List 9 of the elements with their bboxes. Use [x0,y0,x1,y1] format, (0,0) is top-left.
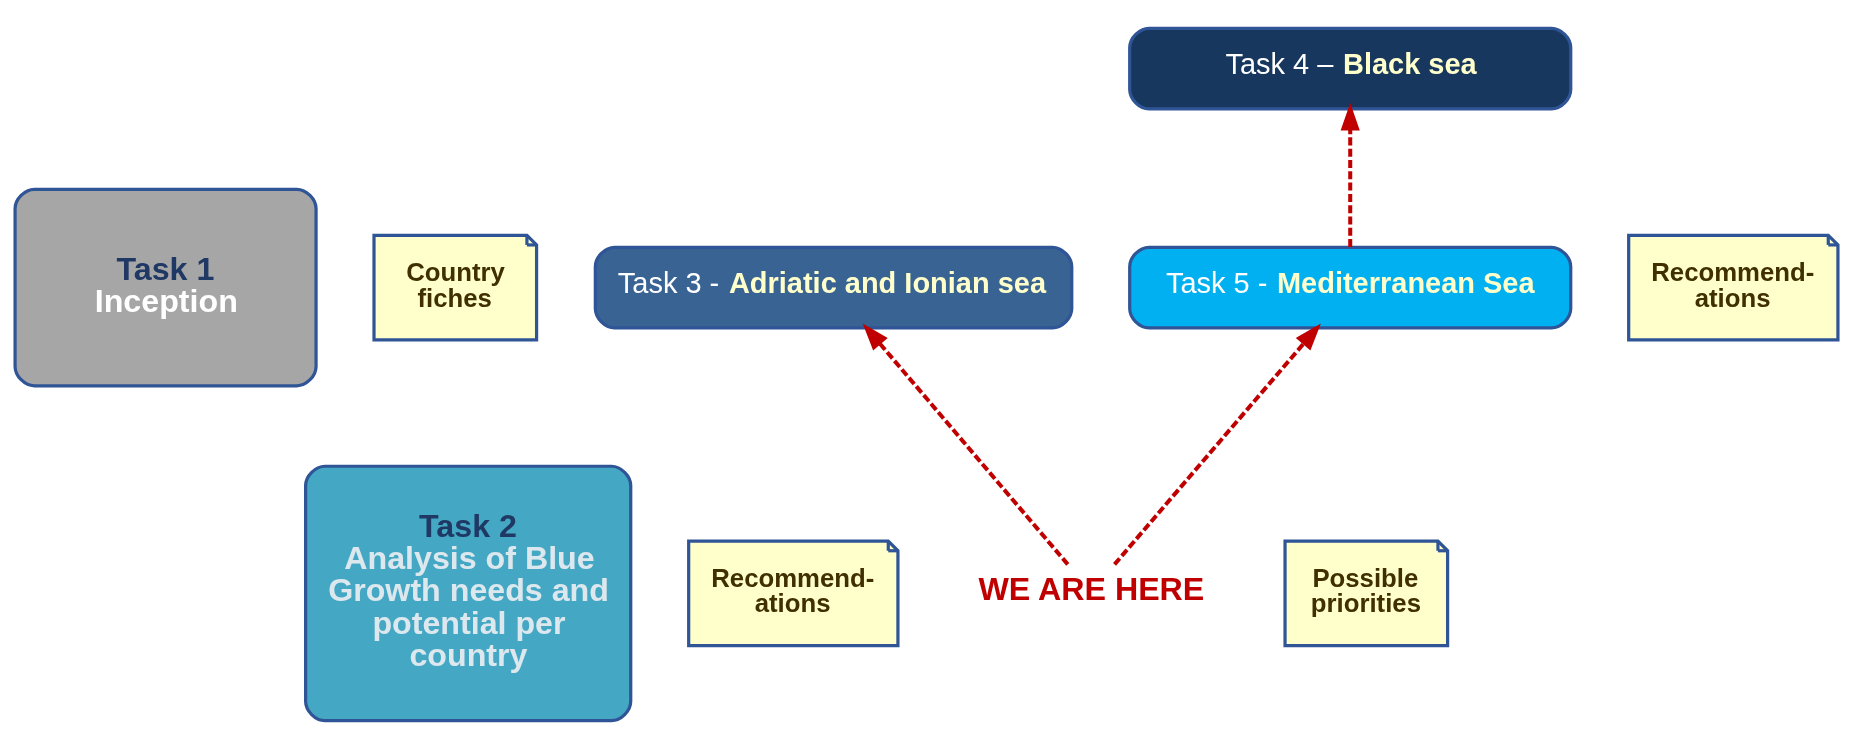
arrow [1113,323,1321,566]
arrow [862,323,1070,566]
node-box: Task 2 Analysis of Blue Growth needs and potential per country [304,464,633,723]
arrow [1340,102,1360,247]
node-box: Task 1 Inception [13,187,318,388]
node-box: Task 5 - Mediterranean Sea [1128,245,1573,330]
node-text: WE ARE HERE [978,570,1205,607]
node-box: Task 4 – Black sea [1128,26,1573,111]
node-box: Task 3 - Adriatic and Ionian sea [593,245,1074,330]
